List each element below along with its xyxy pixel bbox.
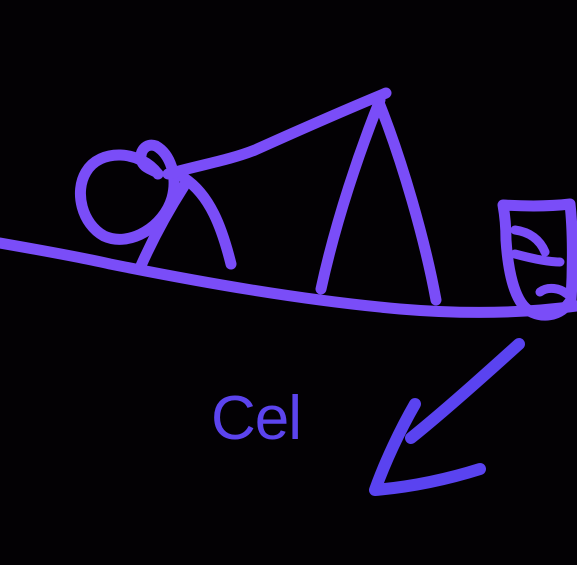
figure-back (162, 87, 392, 180)
figure-front-leg (134, 180, 190, 274)
arrow-icon (369, 338, 525, 496)
figure-arm (178, 172, 237, 270)
figure-rear-leg-left (315, 94, 386, 295)
ground-line (0, 237, 577, 318)
box-object (497, 198, 577, 321)
sketch-label: Cel (211, 384, 302, 453)
box-inner-lines (510, 225, 572, 299)
figure-rear-leg-right (372, 94, 442, 306)
